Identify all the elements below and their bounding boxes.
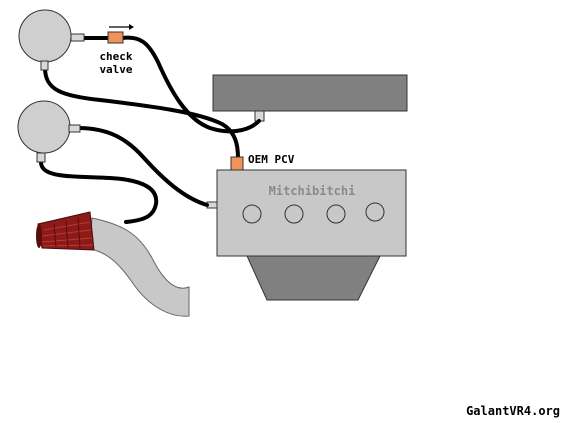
engine-block [216, 169, 407, 257]
hose-catchcan2-to-engine [76, 126, 209, 207]
hose-catchcan2-to-filter [39, 160, 159, 224]
cylinder-3 [326, 204, 346, 224]
check-valve [107, 31, 124, 44]
cylinder-1 [242, 204, 262, 224]
hoses [39, 35, 261, 224]
oil-pan [246, 255, 381, 301]
oem-pcv-label: OEM PCV [248, 153, 295, 166]
engine-name-label: Mitchibitchi [269, 184, 356, 198]
catch-can-2-bottom-fitting [36, 152, 46, 163]
hose-checkvalve-to-manifold [120, 35, 261, 134]
air-filter-end-cap [36, 224, 42, 248]
catch-can-2 [17, 100, 71, 154]
right-arrow-icon [109, 24, 134, 30]
cylinder-4 [365, 202, 385, 222]
intake-manifold [212, 74, 408, 112]
catch-can-2-side-fitting [68, 124, 81, 133]
hose-catchcan1-to-pcv [43, 66, 240, 160]
check-valve-label-line2: valve [99, 63, 132, 76]
check-valve-label-line1: check [99, 50, 132, 63]
cylinder-2 [284, 204, 304, 224]
intake-pipe [89, 217, 190, 317]
catch-can-1 [18, 9, 72, 63]
pcv-valve [230, 156, 244, 171]
site-credit: GalantVR4.org [466, 404, 560, 418]
air-filter [36, 211, 95, 251]
catch-can-1-side-fitting [70, 33, 85, 42]
catch-can-1-bottom-fitting [40, 60, 49, 71]
